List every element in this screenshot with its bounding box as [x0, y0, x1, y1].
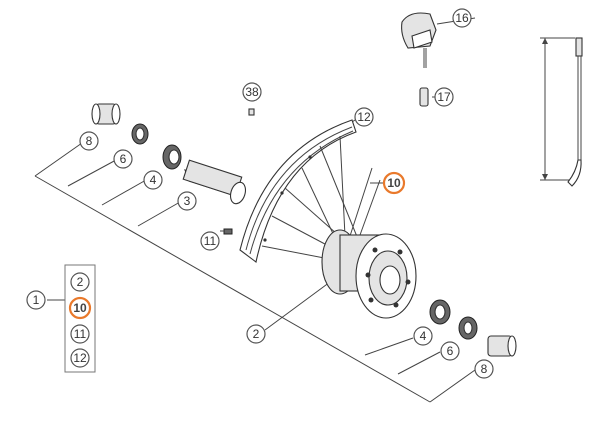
svg-text:6: 6 — [447, 344, 454, 358]
part-6-right-seal — [458, 316, 478, 340]
callout-4-left[interactable]: 4 — [143, 170, 163, 190]
part-4-left-bearing — [162, 144, 182, 170]
part-11-nipple — [220, 228, 233, 235]
svg-text:1: 1 — [33, 293, 40, 307]
spoke-length-drawing — [540, 37, 583, 187]
assembly-axis-line — [34, 175, 431, 403]
callout-11[interactable]: 11 — [200, 231, 220, 251]
svg-text:4: 4 — [420, 329, 427, 343]
callout-17[interactable]: 17 — [434, 87, 454, 107]
part-8-left-spacer — [91, 103, 121, 125]
svg-text:11: 11 — [74, 327, 87, 341]
group-item-11[interactable]: 11 — [70, 324, 90, 344]
callout-4-right[interactable]: 4 — [413, 326, 433, 346]
callout-2[interactable]: 2 — [246, 324, 266, 344]
svg-text:4: 4 — [150, 173, 157, 187]
svg-text:10: 10 — [387, 176, 401, 190]
callout-6-right[interactable]: 6 — [440, 341, 460, 361]
callout-16[interactable]: 16 — [452, 8, 472, 28]
svg-text:12: 12 — [357, 110, 371, 124]
part-6-left-seal — [131, 123, 149, 145]
group-item-12[interactable]: 12 — [70, 348, 90, 368]
svg-text:17: 17 — [437, 90, 451, 104]
callout-38[interactable]: 38 — [242, 82, 262, 102]
svg-text:2: 2 — [77, 275, 84, 289]
svg-text:8: 8 — [86, 134, 93, 148]
svg-text:11: 11 — [204, 234, 217, 248]
callout-8-right[interactable]: 8 — [474, 359, 494, 379]
svg-text:38: 38 — [245, 85, 259, 99]
svg-text:10: 10 — [73, 301, 87, 315]
part-17-nut — [419, 87, 429, 107]
group-item-10-highlighted[interactable]: 10 — [68, 296, 92, 320]
svg-text:12: 12 — [73, 351, 87, 365]
wheel-hub — [321, 229, 417, 319]
svg-text:16: 16 — [455, 11, 469, 25]
group-item-2[interactable]: 2 — [70, 272, 90, 292]
callout-8-left[interactable]: 8 — [79, 131, 99, 151]
part-38-bolt — [248, 108, 255, 116]
part-16-rim-lock — [401, 12, 437, 68]
callout-3[interactable]: 3 — [177, 191, 197, 211]
callout-12[interactable]: 12 — [354, 107, 374, 127]
callout-6-left[interactable]: 6 — [113, 149, 133, 169]
part-8-right-spacer — [487, 335, 517, 357]
svg-text:3: 3 — [184, 194, 191, 208]
callout-1[interactable]: 1 — [26, 290, 46, 310]
rim — [239, 119, 357, 263]
part-3-spacer-tube — [182, 159, 247, 205]
part-4-right-bearing — [429, 299, 451, 325]
svg-text:8: 8 — [481, 362, 488, 376]
callout-10-highlighted[interactable]: 10 — [382, 171, 406, 195]
svg-text:2: 2 — [253, 327, 260, 341]
part-1-group-box — [64, 264, 96, 373]
svg-text:6: 6 — [120, 152, 127, 166]
